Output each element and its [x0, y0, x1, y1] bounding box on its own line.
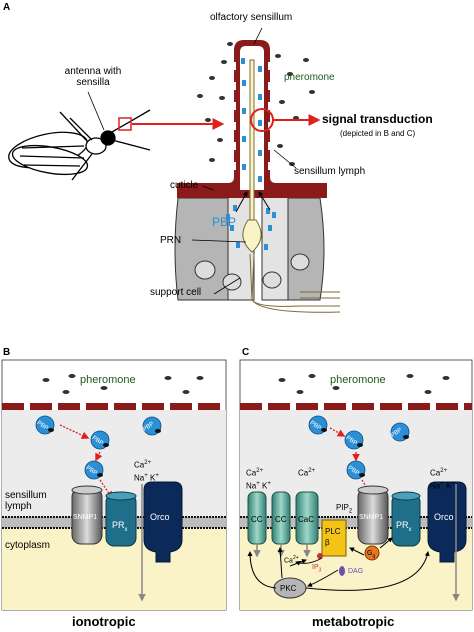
signal-transduction-label: signal transduction — [322, 112, 433, 126]
pr-b — [105, 491, 137, 547]
leader-lines-a — [87, 27, 297, 295]
snmp1-label-c: SNMP1 — [359, 514, 384, 521]
metabotropic-caption: metabotropic — [312, 614, 395, 629]
cuticle-label: cuticle — [170, 180, 199, 191]
plc-beta — [321, 519, 347, 557]
antenna-label: antenna with sensilla — [64, 66, 122, 88]
gq-protein — [364, 545, 380, 561]
cc1-ions-label: Ca2+Na+ K+ — [246, 468, 271, 491]
panel-a — [8, 27, 341, 313]
ip3-label: IP3 — [312, 564, 322, 574]
pheromone-label-c: pheromone — [330, 374, 386, 386]
panel-c-letter: C — [242, 347, 250, 358]
panel-b — [1, 359, 227, 611]
cytoplasm-label-b: cytoplasm — [5, 540, 51, 551]
pip2-label: PIP2 — [336, 503, 353, 515]
ip3-molecule — [317, 553, 323, 559]
panel-b-letter: B — [3, 347, 11, 358]
pheromone-molecules-c — [278, 374, 450, 394]
insect-drawing — [8, 109, 151, 181]
panel-a-letter: A — [3, 2, 11, 13]
olfactory-sensillum-label: olfactory sensillum — [210, 12, 293, 23]
prn-label: PRN — [160, 235, 182, 246]
pr-label-b: PRx — [112, 520, 128, 533]
signaling-arrows-c — [247, 537, 430, 591]
snmp1-c — [357, 485, 389, 545]
cac-ions-label: Ca2+ — [298, 468, 316, 478]
support-cell-label: support cell — [150, 287, 202, 298]
pbp-proteins-b — [35, 415, 162, 480]
sensillum-lymph-label-a: sensillum lymph — [294, 166, 366, 177]
pheromone-molecules-b — [42, 374, 204, 394]
sensillum-lymph-label-b: sensillum lymph — [5, 490, 47, 512]
cc1-label: CC — [251, 515, 263, 524]
cac-label: CaC — [298, 515, 315, 524]
cuticle-c — [240, 403, 472, 410]
dag-molecule — [339, 566, 345, 576]
depicted-in-label: (depicted in B and C) — [340, 129, 416, 138]
pbp-particles — [226, 58, 276, 250]
cuticle-pores — [232, 62, 272, 170]
pbp-bound-ligand-b — [48, 428, 161, 477]
orco-label-c: Orco — [434, 512, 454, 522]
orco-label-b: Orco — [150, 512, 170, 522]
pbp-label-a: PBP — [212, 215, 237, 229]
dag-label: DAG — [348, 568, 364, 575]
gq-label: Gq — [367, 550, 376, 560]
antenna-zoom-box — [118, 117, 132, 131]
pr-c — [391, 491, 421, 547]
orco-ions-label-c: Ca2+Na+ K+ — [430, 468, 455, 491]
cuticle-b — [2, 403, 220, 410]
snmp1-label-b: SNMP1 — [73, 514, 98, 521]
snmp1-b — [71, 485, 103, 545]
pr-label-c: PRx — [396, 520, 412, 533]
pheromone-receptor-neuron — [242, 59, 341, 313]
ca-cytoplasm-label: Ca2+ — [284, 555, 299, 565]
panel-c — [239, 359, 473, 611]
signal-highlight-circle — [250, 108, 274, 132]
orco-b — [143, 481, 183, 563]
pheromone-label-a: pheromone — [284, 72, 335, 83]
ionotropic-caption: ionotropic — [72, 614, 136, 629]
pheromone-label-b: pheromone — [80, 374, 136, 386]
ions-label-b: Ca2+Na+ K+ — [134, 460, 159, 483]
pheromone-molecules-a — [197, 42, 315, 166]
cc2-label: CC — [275, 515, 287, 524]
pkc-label: PKC — [280, 584, 297, 593]
